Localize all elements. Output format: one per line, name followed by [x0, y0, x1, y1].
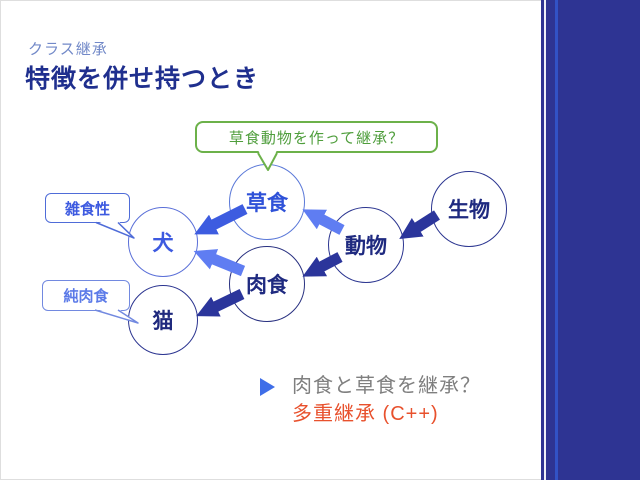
- label-pure-carnivore-bubble: 純肉食: [42, 280, 130, 311]
- right-accent-bar: [541, 0, 640, 480]
- label-pure-carnivore-text: 純肉食: [63, 288, 109, 305]
- arrow-carnivore-to-dog: [193, 249, 246, 277]
- node-dog: 犬: [128, 207, 198, 277]
- node-animal-label: 動物: [345, 235, 387, 258]
- arrow-animal-to-carnivore: [302, 252, 343, 277]
- bullet-answer: 多重継承 (C++): [292, 403, 439, 425]
- omnivorous-bubble-tail: [95, 220, 135, 239]
- accent-stripe-2: [544, 0, 546, 480]
- arrow-animal-to-herbivore: [302, 209, 345, 235]
- node-herbivore: 草食: [229, 164, 305, 240]
- callout-tail: [257, 150, 278, 171]
- callout-text: 草食動物を作って継承？: [228, 129, 405, 147]
- node-creature-label: 生物: [448, 199, 490, 222]
- node-carnivore-label: 肉食: [246, 274, 288, 297]
- node-creature: 生物: [431, 171, 507, 247]
- bullet-block: 肉食と草食を継承？ 多重継承 (C++): [292, 372, 481, 428]
- label-omnivorous-text: 雑食性: [64, 200, 110, 218]
- accent-stripe-3: [546, 0, 555, 480]
- arrow-herbivore-to-dog: [194, 204, 248, 235]
- bullet-triangle-icon: [260, 378, 275, 396]
- slide-title: 特徴を併せ持つとき: [25, 65, 260, 93]
- accent-stripe-1: [541, 0, 544, 480]
- node-carnivore: 肉食: [229, 246, 305, 322]
- node-herbivore-label: 草食: [246, 192, 288, 215]
- accent-stripe-main: [558, 0, 640, 480]
- label-omnivorous-bubble: 雑食性: [45, 193, 130, 223]
- callout-herbivore-inherit: 草食動物を作って継承？: [195, 121, 438, 153]
- node-animal: 動物: [328, 207, 404, 283]
- accent-stripe-4: [555, 0, 558, 480]
- arrow-carnivore-to-cat: [196, 289, 245, 317]
- slide-subtitle: クラス継承: [28, 41, 108, 58]
- pure-carnivore-bubble-tail: [94, 308, 139, 324]
- bullet-question: 肉食と草食を継承？: [292, 375, 481, 397]
- node-dog-label: 犬: [152, 232, 174, 255]
- arrow-creature-to-animal: [399, 210, 440, 240]
- node-cat-label: 猫: [152, 310, 174, 333]
